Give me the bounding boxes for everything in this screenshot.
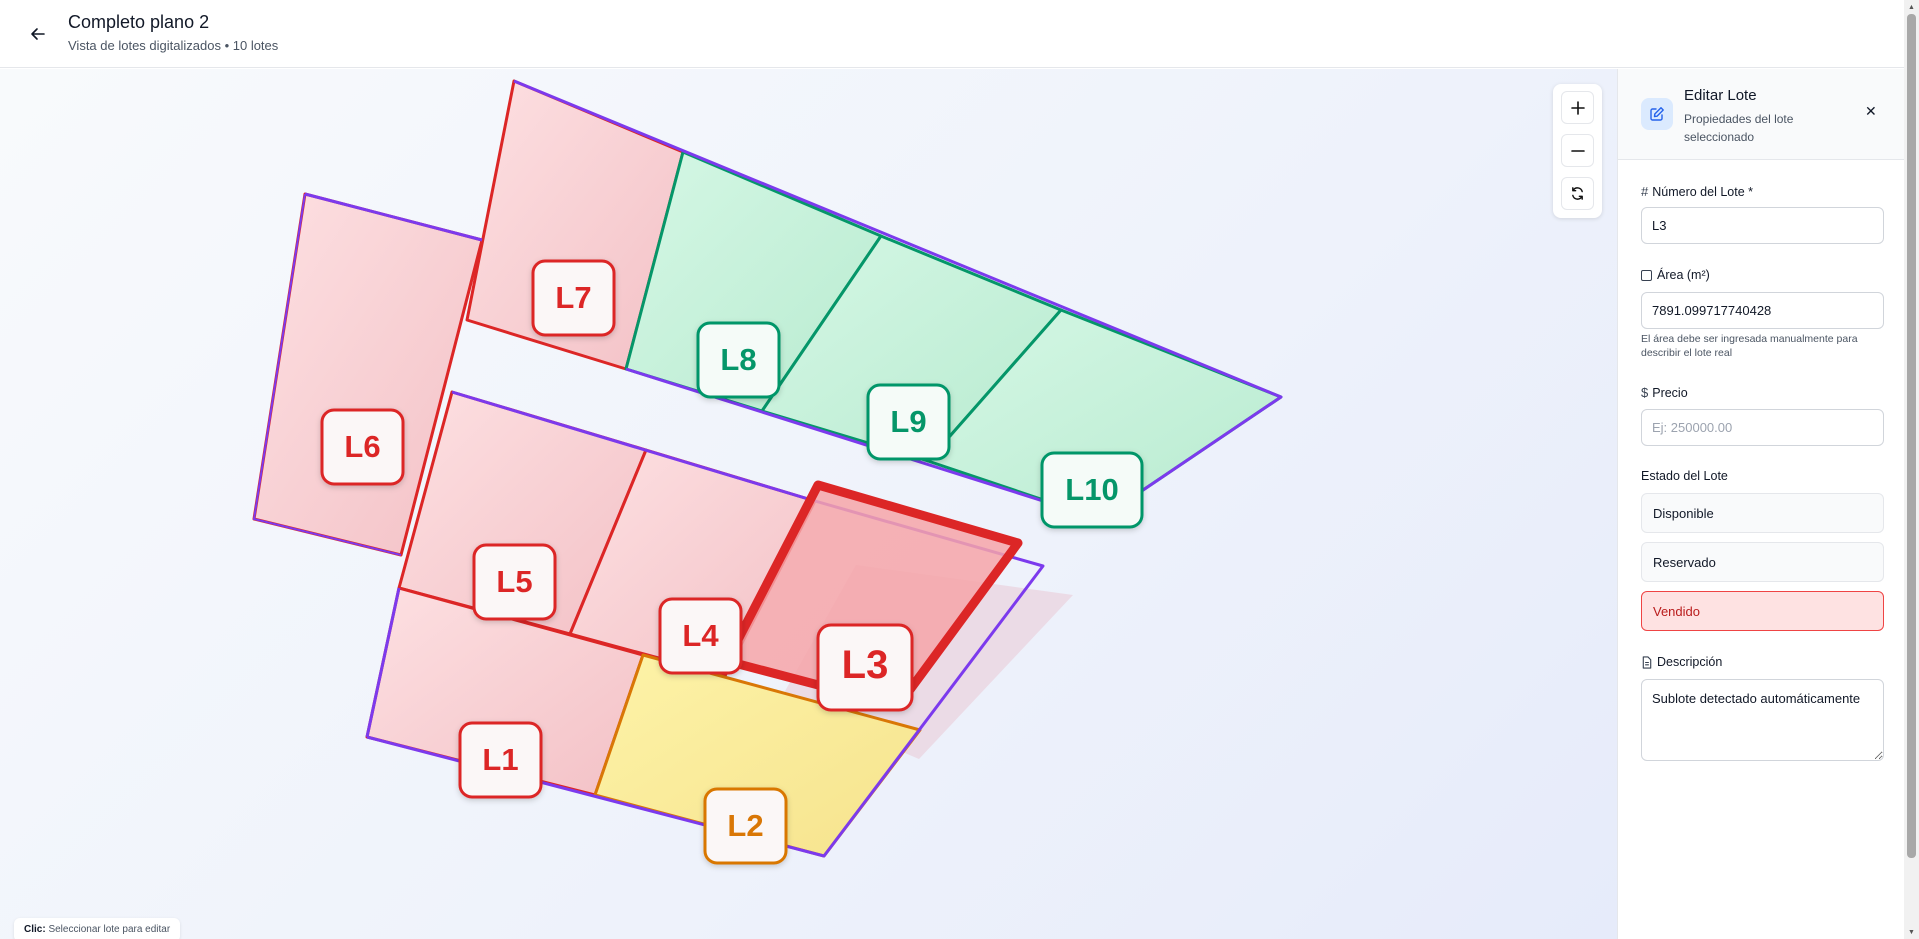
svg-text:L1: L1 [482,742,518,777]
price-input[interactable] [1641,409,1884,446]
status-option-disponible[interactable]: Disponible [1641,493,1884,533]
lot-label-L4[interactable]: L4 [658,597,743,675]
hint-text: Seleccionar lote para editar [48,924,171,935]
block-outline-north [513,79,1283,521]
svg-text:L5: L5 [496,564,532,599]
page-subtitle: Vista de lotes digitalizados • 10 lotes [68,38,279,53]
svg-text:L3: L3 [842,643,889,687]
zoom-in-button[interactable] [1561,91,1594,124]
panel-header: Editar Lote Propiedades del lote selecci… [1618,69,1904,160]
lot-label-L10[interactable]: L10 [1040,451,1144,529]
plus-icon [1570,100,1585,115]
lot-number-input[interactable] [1641,207,1884,244]
edit-icon [1641,98,1673,130]
status-option-reservado[interactable]: Reservado [1641,542,1884,582]
scroll-up-icon[interactable]: ▲ [1908,3,1915,11]
description-label: Descripción [1641,655,1722,669]
price-label-text: Precio [1652,385,1688,400]
scrollbar-thumb[interactable] [1907,14,1916,858]
refresh-icon [1572,187,1583,200]
hint-key: Clic: [24,924,46,935]
lot-label-L2[interactable]: L2 [703,787,788,865]
description-textarea[interactable]: Sublote detectado automáticamente [1641,679,1884,761]
price-label: $ Precio [1641,385,1688,400]
status-label: Estado del Lote [1641,469,1728,483]
svg-text:L9: L9 [890,404,926,439]
zoom-out-button[interactable] [1561,134,1594,167]
lot-number-label: # Número del Lote * [1641,184,1753,199]
block-outline-left [252,193,402,556]
lot-label-L1[interactable]: L1 [458,721,543,799]
status-option-vendido[interactable]: Vendido [1641,591,1884,631]
hash-icon: # [1641,184,1649,199]
lot-label-L7[interactable]: L7 [531,259,616,337]
svg-text:L7: L7 [555,280,591,315]
arrow-left-icon [31,28,45,40]
document-icon [1642,655,1652,669]
svg-text:L6: L6 [344,429,380,464]
block-outline-west [304,192,483,242]
edit-lot-panel: Editar Lote Propiedades del lote selecci… [1617,69,1904,939]
back-button[interactable] [24,20,52,48]
page-header: Completo plano 2 Vista de lotes digitali… [0,0,1904,68]
minus-icon [1570,149,1585,152]
zoom-controls [1553,84,1602,218]
description-label-text: Descripción [1657,655,1723,669]
lot-label-L6[interactable]: L6 [320,408,405,486]
panel-title: Editar Lote [1684,87,1757,104]
svg-text:L8: L8 [720,342,756,377]
lot-map[interactable]: L6 L7 L8 L9 L10 L5 L4 L3 [0,69,1617,939]
lot-label-L9[interactable]: L9 [866,383,951,461]
lot-map-canvas[interactable]: L6 L7 L8 L9 L10 L5 L4 L3 [0,69,1617,939]
page-title: Completo plano 2 [68,12,210,32]
reset-view-button[interactable] [1561,177,1594,210]
block-outline-southwest [365,587,401,738]
lot-label-L3[interactable]: L3 [816,623,914,712]
checkbox-icon[interactable] [1641,269,1652,281]
lot-label-L8[interactable]: L8 [696,321,781,399]
svg-text:L4: L4 [682,618,719,653]
svg-text:L10: L10 [1065,472,1118,507]
lot-label-L5[interactable]: L5 [472,543,557,621]
scroll-down-icon[interactable]: ▼ [1908,928,1915,936]
area-label-text: Área (m²) [1657,268,1710,282]
close-icon[interactable]: ✕ [1865,103,1877,119]
dollar-icon: $ [1641,385,1649,400]
page-scrollbar[interactable]: ▲ ▼ [1904,0,1919,939]
area-help-text: El área debe ser ingresada manualmente p… [1641,333,1858,359]
lot-number-label-text: Número del Lote * [1652,184,1753,199]
area-label: Área (m²) [1641,268,1710,282]
block-outline-south [366,390,1045,858]
svg-text:L2: L2 [727,808,763,843]
area-input[interactable] [1641,292,1884,329]
interaction-hint: Clic: Seleccionar lote para editar [14,918,181,939]
panel-subtitle: Propiedades del lote seleccionado [1684,112,1794,144]
